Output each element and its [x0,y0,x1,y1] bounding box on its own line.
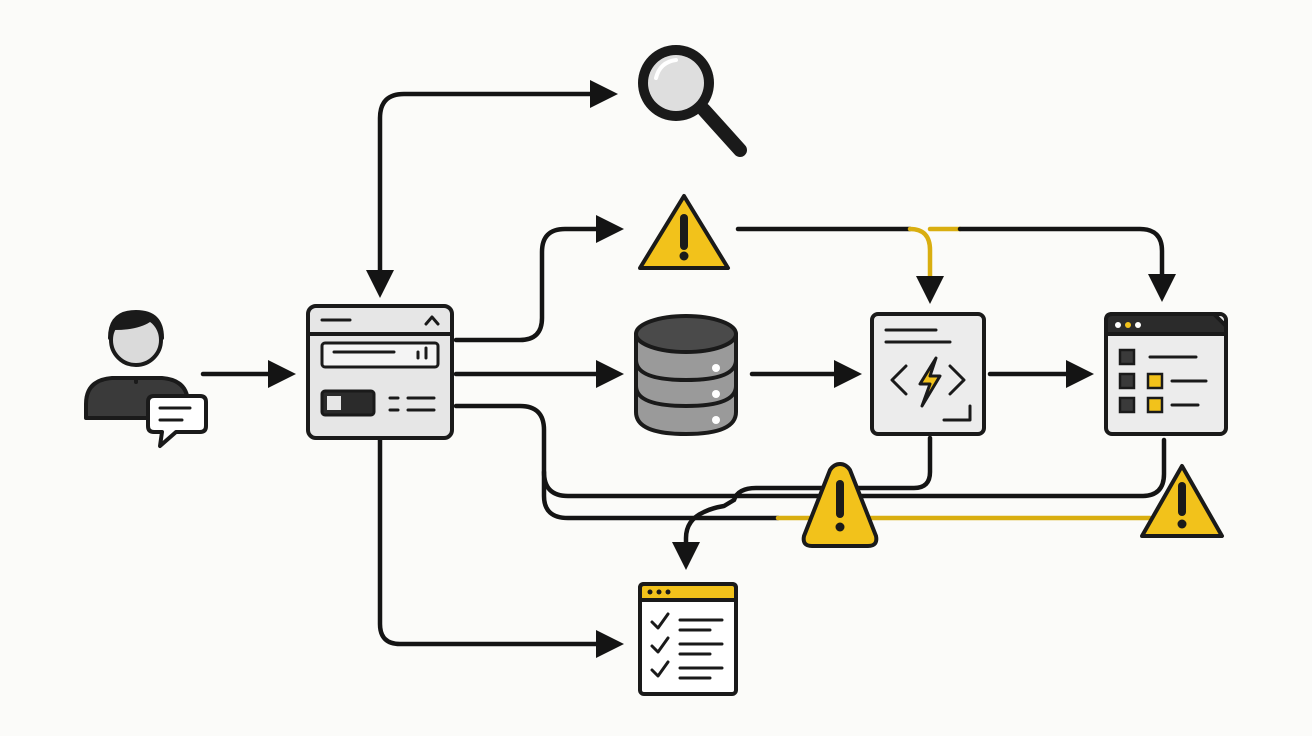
connectors [200,80,1176,658]
settings-list-window-icon [1104,312,1228,436]
edge-dashboard-search [377,91,595,277]
chat-bubble-icon [146,394,208,448]
browser-window-icon [306,304,454,440]
edge-checklist-window-loop [453,403,1167,499]
arrowhead [1148,274,1176,302]
arrowhead [1066,360,1094,388]
arrowhead [596,630,624,658]
arrowhead [590,80,618,108]
arrowhead [834,360,862,388]
magnifier-icon [638,45,747,157]
code-file-icon [870,312,986,436]
warning-triangle-icon [1140,464,1224,538]
edge-warning-top-code [907,226,933,283]
arrowhead [672,542,700,570]
warning-triangle-icon [801,462,879,548]
checklist-window-icon [638,582,738,696]
database-icon [634,314,738,436]
arrowhead [916,276,944,304]
edge-dashboard-lower [541,469,781,521]
user-chat-icon [84,310,208,448]
edge-warning-top-checklist-window [957,226,1165,279]
edge-dashboard-task-list [377,437,599,647]
arrowhead [366,270,394,298]
edge-code-task-list [683,435,933,551]
arrowhead [268,360,296,388]
arrowhead [596,215,624,243]
edge-dashboard-warning-top [453,226,601,343]
arrowhead [596,360,624,388]
warning-triangle-icon [638,194,730,270]
